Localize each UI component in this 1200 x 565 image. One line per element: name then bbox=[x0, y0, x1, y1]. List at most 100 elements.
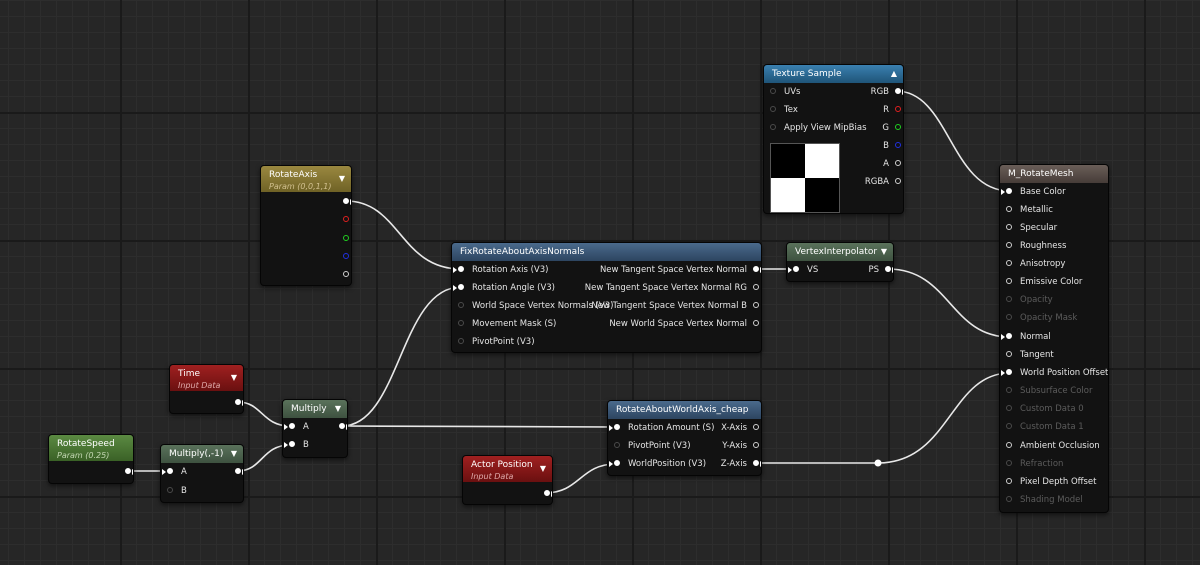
output-pin-rgb[interactable] bbox=[337, 195, 351, 209]
chevron-down-icon[interactable]: ▼ bbox=[539, 464, 546, 473]
output-pin[interactable] bbox=[333, 420, 347, 434]
node-rotate-speed[interactable]: RotateSpeed Param (0.25) bbox=[48, 434, 134, 484]
node-header[interactable]: M_RotateMesh bbox=[1000, 165, 1108, 183]
node-rotate-about-world-axis-cheap[interactable]: RotateAboutWorldAxis_cheap Rotation Amou… bbox=[607, 400, 762, 476]
chevron-down-icon[interactable]: ▼ bbox=[230, 449, 237, 458]
output-pin[interactable] bbox=[119, 465, 133, 479]
input-pin-a[interactable]: A bbox=[162, 465, 187, 479]
input-pin-uvs[interactable]: UVs bbox=[768, 85, 800, 99]
output-pin-new-tangent-normal[interactable]: New Tangent Space Vertex Normal bbox=[600, 263, 761, 277]
output-pin-a[interactable]: A bbox=[883, 157, 903, 171]
input-pin-roughness[interactable]: Roughness bbox=[1004, 239, 1066, 253]
input-pin-shading-model[interactable]: Shading Model bbox=[1004, 493, 1083, 507]
output-pin-r[interactable]: R bbox=[883, 103, 903, 117]
input-pin-subsurface-color[interactable]: Subsurface Color bbox=[1004, 384, 1093, 398]
input-pin-pivot-point[interactable]: PivotPoint (V3) bbox=[612, 439, 691, 453]
input-pin-base-color[interactable]: Base Color bbox=[1001, 185, 1066, 199]
chevron-down-icon[interactable]: ▼ bbox=[230, 373, 237, 382]
output-pin-ps[interactable]: PS bbox=[868, 263, 893, 277]
input-pin-specular[interactable]: Specular bbox=[1004, 221, 1057, 235]
node-rotate-axis[interactable]: RotateAxis Param (0,0,1,1) ▼ bbox=[260, 165, 352, 286]
input-pin-tangent[interactable]: Tangent bbox=[1004, 348, 1054, 362]
output-pin-rgba[interactable]: RGBA bbox=[865, 175, 903, 189]
input-pin-world-space-vertex-normals[interactable]: World Space Vertex Normals (V3) bbox=[456, 299, 613, 313]
chevron-down-icon[interactable]: ▼ bbox=[334, 404, 341, 413]
node-header[interactable]: RotateSpeed Param (0.25) bbox=[49, 435, 133, 461]
pin-label: RGBA bbox=[864, 177, 889, 187]
input-pin-opacity-mask[interactable]: Opacity Mask bbox=[1004, 311, 1077, 325]
output-pin-g[interactable] bbox=[337, 232, 351, 246]
input-pin-refraction[interactable]: Refraction bbox=[1004, 457, 1063, 471]
output-pin-new-tangent-normal-b[interactable]: New Tangent Space Vertex Normal B bbox=[591, 299, 761, 313]
input-pin-opacity[interactable]: Opacity bbox=[1004, 293, 1053, 307]
input-pin-custom-data-1[interactable]: Custom Data 1 bbox=[1004, 420, 1084, 434]
input-pin-metallic[interactable]: Metallic bbox=[1004, 203, 1053, 217]
input-pin-rotation-amount[interactable]: Rotation Amount (S) bbox=[609, 421, 714, 435]
chevron-up-icon[interactable]: ▲ bbox=[890, 69, 897, 78]
node-header[interactable]: VertexInterpolator ▼ bbox=[787, 243, 893, 261]
output-pin-y-axis[interactable]: Y-Axis bbox=[722, 439, 761, 453]
node-header[interactable]: Multiply(,-1) ▼ bbox=[161, 445, 243, 463]
input-pin-emissive-color[interactable]: Emissive Color bbox=[1004, 275, 1082, 289]
input-pin-rotation-angle[interactable]: Rotation Angle (V3) bbox=[453, 281, 555, 295]
node-header[interactable]: RotateAxis Param (0,0,1,1) ▼ bbox=[261, 166, 351, 192]
pin-label: Tex bbox=[784, 105, 798, 115]
pin-label: A bbox=[181, 467, 187, 477]
output-pin-new-world-normal[interactable]: New World Space Vertex Normal bbox=[609, 317, 761, 331]
node-header[interactable]: Multiply ▼ bbox=[283, 400, 347, 418]
node-actor-position[interactable]: Actor Position Input Data ▼ bbox=[462, 455, 553, 505]
node-multiply[interactable]: Multiply ▼ A B bbox=[282, 399, 348, 458]
input-pin-normal[interactable]: Normal bbox=[1001, 330, 1051, 344]
input-pin-anisotropy[interactable]: Anisotropy bbox=[1004, 257, 1065, 271]
node-vertex-interpolator[interactable]: VertexInterpolator ▼ VS PS bbox=[786, 242, 894, 282]
pin-label: PS bbox=[868, 265, 879, 275]
output-pin[interactable] bbox=[538, 487, 552, 501]
output-pin-b[interactable] bbox=[337, 250, 351, 264]
input-pin-movement-mask[interactable]: Movement Mask (S) bbox=[456, 317, 556, 331]
chevron-down-icon[interactable]: ▼ bbox=[880, 247, 887, 256]
output-pin-a[interactable] bbox=[337, 268, 351, 282]
output-pin-b[interactable]: B bbox=[883, 139, 903, 153]
input-pin-vs[interactable]: VS bbox=[788, 263, 818, 277]
node-header[interactable]: Texture Sample ▲ bbox=[764, 65, 903, 83]
input-pin-ambient-occlusion[interactable]: Ambient Occlusion bbox=[1004, 439, 1100, 453]
input-pin-tex[interactable]: Tex bbox=[768, 103, 798, 117]
node-title: Time bbox=[178, 369, 201, 379]
input-pin-rotation-axis[interactable]: Rotation Axis (V3) bbox=[453, 263, 548, 277]
node-material-result[interactable]: M_RotateMesh Base Color Metallic Specula… bbox=[999, 164, 1109, 513]
output-pin[interactable] bbox=[229, 465, 243, 479]
input-pin-world-position-offset[interactable]: World Position Offset bbox=[1001, 366, 1108, 380]
input-pin-world-position[interactable]: WorldPosition (V3) bbox=[609, 457, 706, 471]
input-pin-b[interactable]: B bbox=[284, 438, 309, 452]
pin-label: New Tangent Space Vertex Normal RG bbox=[584, 283, 747, 293]
output-pin-z-axis[interactable]: Z-Axis bbox=[721, 457, 761, 471]
input-pin-pivot-point[interactable]: PivotPoint (V3) bbox=[456, 335, 535, 349]
input-pin-a[interactable]: A bbox=[284, 420, 309, 434]
input-pin-custom-data-0[interactable]: Custom Data 0 bbox=[1004, 402, 1084, 416]
node-time[interactable]: Time Input Data ▼ bbox=[169, 364, 244, 414]
node-header[interactable]: Time Input Data ▼ bbox=[170, 365, 243, 391]
node-fix-rotate-about-axis-normals[interactable]: FixRotateAboutAxisNormals Rotation Axis … bbox=[451, 242, 762, 353]
pin-label: R bbox=[883, 105, 889, 115]
output-pin-g[interactable]: G bbox=[882, 121, 903, 135]
output-pin-new-tangent-normal-rg[interactable]: New Tangent Space Vertex Normal RG bbox=[585, 281, 761, 295]
input-pin-b[interactable]: B bbox=[165, 484, 187, 498]
node-texture-sample[interactable]: Texture Sample ▲ UVs Tex Apply View MipB… bbox=[763, 64, 904, 214]
pin-label: Apply View MipBias bbox=[784, 123, 867, 133]
node-multiply-negative[interactable]: Multiply(,-1) ▼ A B bbox=[160, 444, 244, 503]
input-pin-apply-view-mipbias[interactable]: Apply View MipBias bbox=[768, 121, 867, 135]
output-pin-x-axis[interactable]: X-Axis bbox=[721, 421, 761, 435]
output-pin-r[interactable] bbox=[337, 213, 351, 227]
output-pin-rgb[interactable]: RGB bbox=[871, 85, 903, 99]
pin-label: Y-Axis bbox=[722, 441, 747, 451]
node-header[interactable]: RotateAboutWorldAxis_cheap bbox=[608, 401, 761, 419]
texture-preview-checkerboard bbox=[770, 143, 840, 213]
output-pin[interactable] bbox=[229, 396, 243, 410]
pin-label: Tangent bbox=[1020, 350, 1054, 360]
input-pin-pixel-depth-offset[interactable]: Pixel Depth Offset bbox=[1004, 475, 1097, 489]
node-title: RotateAxis bbox=[269, 170, 318, 180]
chevron-down-icon[interactable]: ▼ bbox=[338, 174, 345, 183]
node-header[interactable]: FixRotateAboutAxisNormals bbox=[452, 243, 761, 261]
node-header[interactable]: Actor Position Input Data ▼ bbox=[463, 456, 552, 482]
